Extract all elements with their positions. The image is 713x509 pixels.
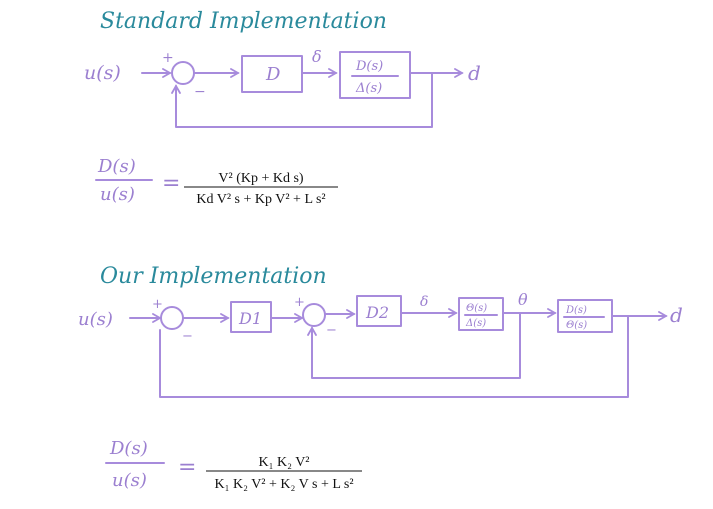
ours-summing-junction-1 xyxy=(160,306,184,330)
standard-feedback-path xyxy=(171,72,433,128)
ours-plant2-denominator: Θ(s) xyxy=(566,320,587,331)
ours-plant2-numerator: D(s) xyxy=(565,305,587,316)
ours-inner-feedback-path xyxy=(307,312,521,379)
ours-title: Our Implementation xyxy=(100,264,327,289)
ours-ratio-numerator: D(s) xyxy=(109,438,148,459)
ours-tf-numerator: K₁ K₂ V² xyxy=(258,455,309,470)
standard-ratio-numerator: D(s) xyxy=(97,156,136,177)
standard-tf-numerator: V² (Kp + Kd s) xyxy=(218,171,304,186)
standard-block-plant xyxy=(339,51,411,99)
standard-summing-junction xyxy=(171,61,195,85)
standard-block-d-label: D xyxy=(265,64,281,85)
ours-outer-feedback-path xyxy=(159,315,629,398)
standard-plus-sign: + xyxy=(162,50,174,66)
standard-plant-denominator: Δ(s) xyxy=(355,81,382,96)
ours-plus-sign-2: + xyxy=(294,295,305,310)
standard-input-label: u(s) xyxy=(84,62,121,84)
ours-block-d1-label: D1 xyxy=(238,309,262,328)
standard-minus-sign: − xyxy=(194,84,206,100)
ours-output-label: d xyxy=(670,303,683,327)
standard-output-label: d xyxy=(468,61,481,85)
ours-block-d2 xyxy=(356,295,402,327)
ours-summing-junction-2 xyxy=(302,303,326,327)
ours-plus-sign-1: + xyxy=(152,297,163,312)
ours-plant1-numerator: Θ(s) xyxy=(466,303,487,314)
ours-ratio-denominator: u(s) xyxy=(112,470,147,491)
ours-minus-sign-1: − xyxy=(182,329,193,344)
standard-ratio-denominator: u(s) xyxy=(100,184,135,205)
ours-plant1-denominator: Δ(s) xyxy=(465,318,486,329)
standard-equals-sign: = xyxy=(162,171,180,196)
ours-input-label: u(s) xyxy=(78,309,113,330)
ours-tf-denominator: K₁ K₂ V² + K₂ V s + L s² xyxy=(214,477,353,492)
ours-block-d2-label: D2 xyxy=(365,303,389,322)
ours-delta-label: δ xyxy=(420,294,428,310)
ours-theta-label: θ xyxy=(518,290,528,309)
standard-plant-numerator: D(s) xyxy=(355,59,383,74)
standard-title: Standard Implementation xyxy=(100,9,387,34)
ours-minus-sign-2: − xyxy=(326,323,337,338)
ours-equals-sign: = xyxy=(178,455,196,480)
standard-delta-label: δ xyxy=(312,47,322,66)
standard-tf-denominator: Kd V² s + Kp V² + L s² xyxy=(196,192,325,207)
standard-block-d xyxy=(241,55,303,93)
